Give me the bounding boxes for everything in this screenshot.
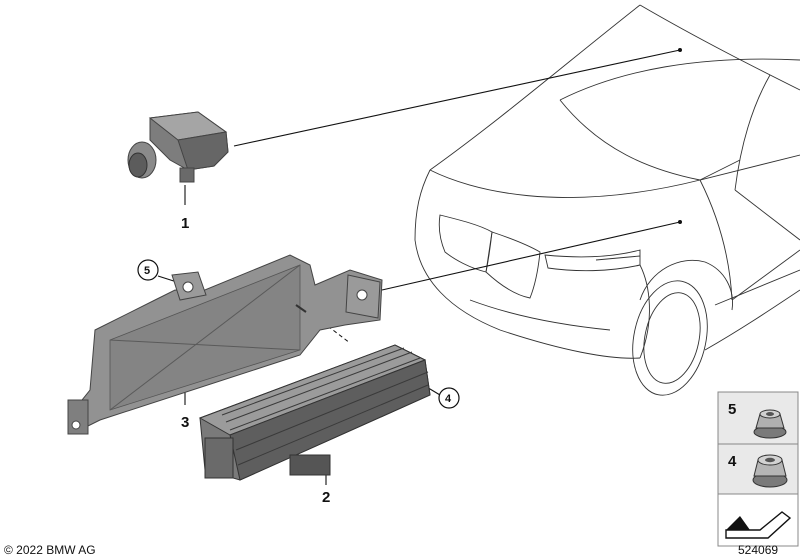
circled-callout-4: 4: [438, 387, 460, 409]
legend-label-4: 4: [728, 453, 737, 470]
hex-nut-icon: [752, 454, 788, 488]
sensor-part-icon: [127, 111, 229, 183]
control-unit-part-icon: [198, 344, 431, 481]
leader-lines: [157, 48, 682, 485]
callout-part-1: 1: [181, 215, 189, 232]
diagram-id: 524069: [738, 543, 778, 557]
callout-part-5: 5: [144, 265, 150, 277]
direction-arrow-icon: [725, 511, 792, 539]
legend-label-5: 5: [728, 401, 736, 418]
callout-part-3: 3: [181, 414, 189, 431]
callout-part-2: 2: [322, 489, 330, 506]
circled-callout-5: 5: [137, 259, 159, 281]
car-outline: [414, 4, 800, 396]
legend-panel: 5 4: [717, 391, 799, 547]
copyright-text: © 2022 BMW AG: [4, 543, 96, 557]
callout-part-4: 4: [445, 393, 452, 405]
flange-nut-icon: [753, 409, 787, 439]
bracket-part-icon: [67, 254, 383, 435]
